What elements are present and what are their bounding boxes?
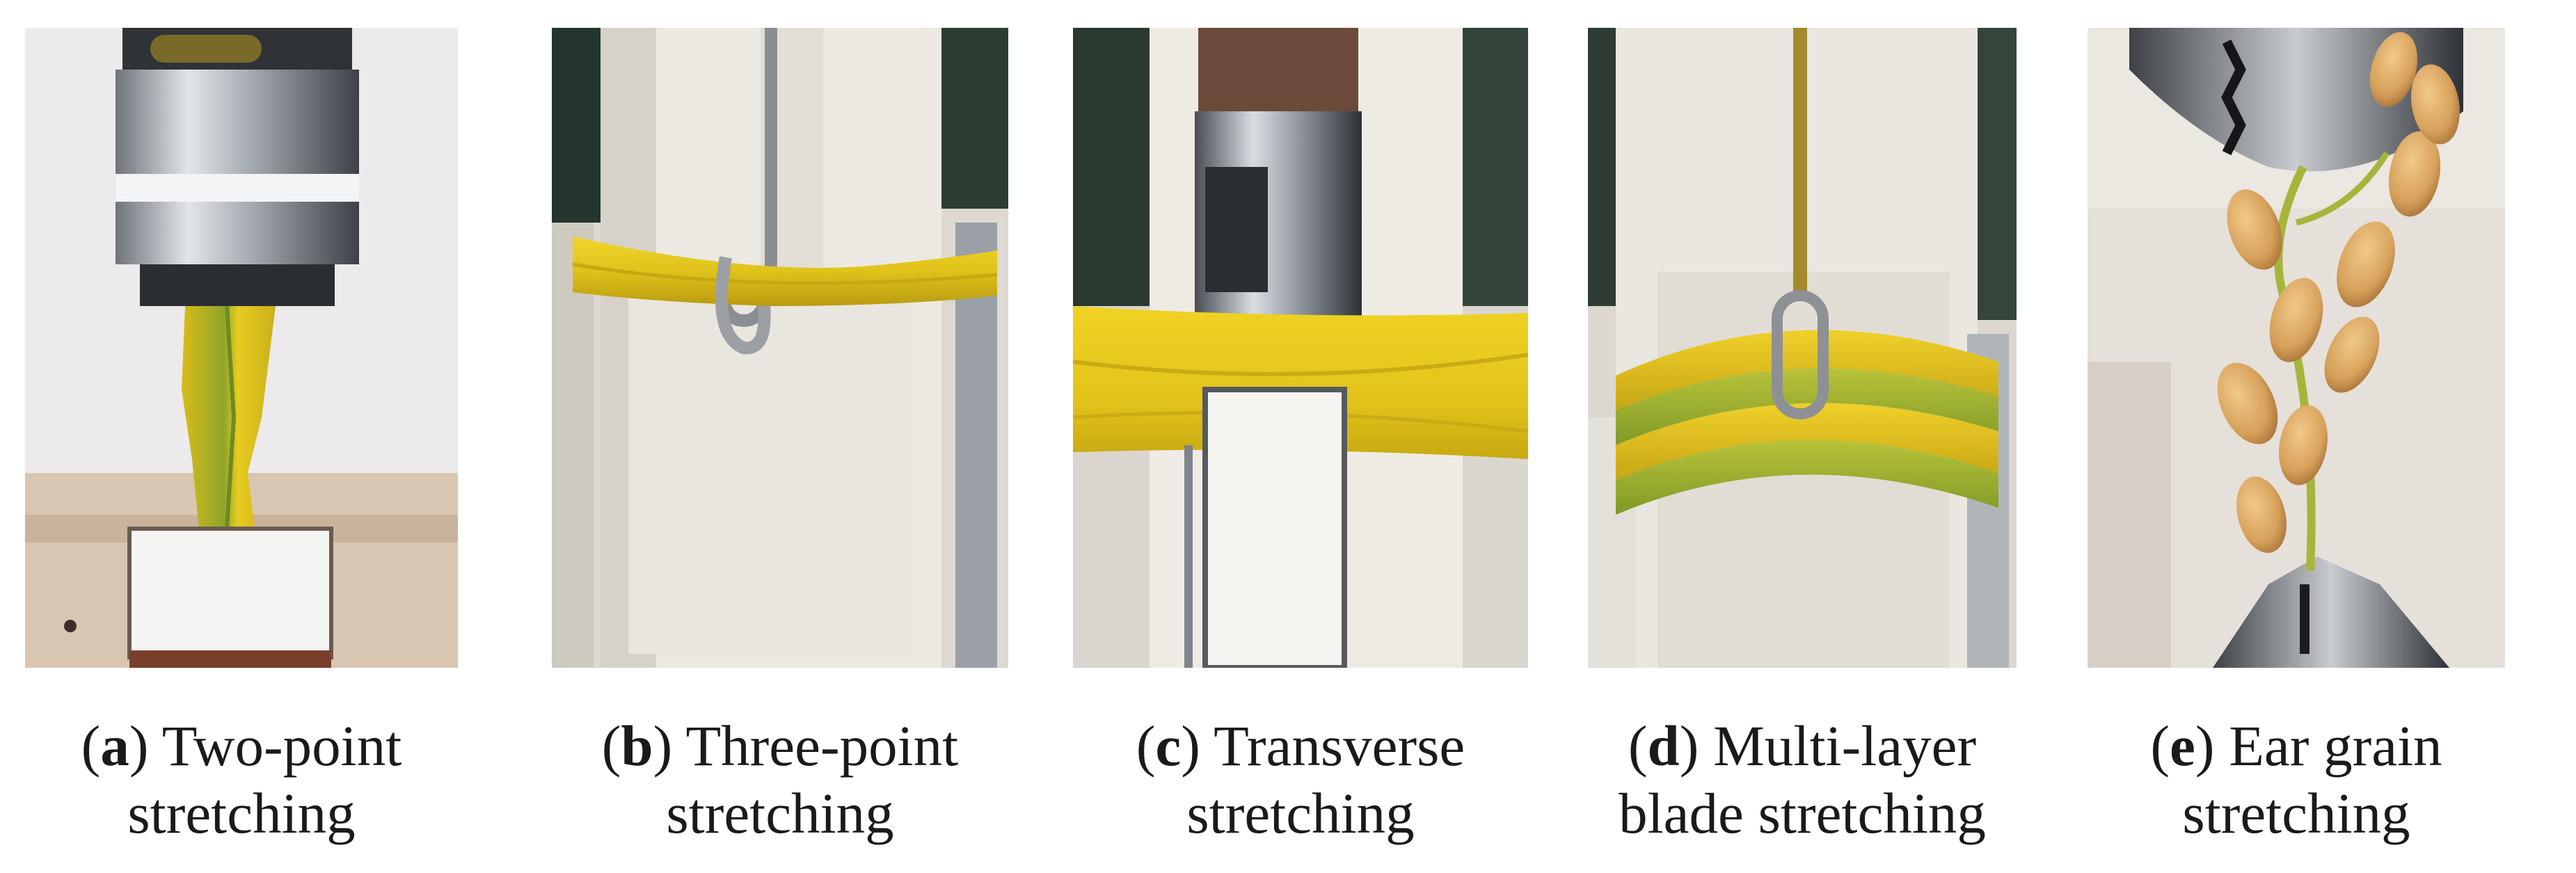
- caption-a: (a) Two-point stretching: [25, 712, 458, 847]
- photo-multi-layer-blade-stretching: [1588, 28, 2017, 668]
- photo-ear-grain-stretching: [2088, 28, 2505, 668]
- caption-d: (d) Multi-layer blade stretching: [1588, 712, 2017, 847]
- caption-a-title: Two-point: [161, 714, 402, 778]
- caption-e: (e) Ear grain stretching: [2088, 712, 2505, 847]
- caption-b-line2: stretching: [666, 781, 894, 845]
- photo-three-point-stretching: [552, 28, 1008, 668]
- caption-d-letter: d: [1647, 714, 1680, 778]
- photo-two-point-stretching: [25, 28, 458, 668]
- caption-b-title: Three-point: [685, 714, 959, 778]
- caption-b: (b) Three-point stretching: [552, 712, 1008, 847]
- caption-d-title: Multi-layer: [1713, 714, 1977, 778]
- caption-e-title: Ear grain: [2229, 714, 2442, 778]
- caption-d-line2: blade stretching: [1619, 781, 1986, 845]
- caption-a-letter: a: [100, 714, 129, 778]
- photo-transverse-stretching: [1073, 28, 1528, 668]
- caption-e-line2: stretching: [2182, 781, 2410, 845]
- caption-b-letter: b: [621, 714, 653, 778]
- caption-a-line2: stretching: [127, 781, 356, 845]
- caption-c: (c) Transverse stretching: [1073, 712, 1528, 847]
- caption-c-title: Transverse: [1214, 714, 1465, 778]
- caption-c-line2: stretching: [1186, 781, 1415, 845]
- caption-e-letter: e: [2169, 714, 2195, 778]
- caption-c-letter: c: [1155, 714, 1182, 778]
